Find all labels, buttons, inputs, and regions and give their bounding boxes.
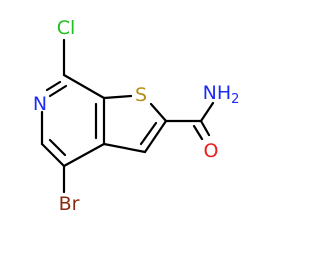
- atom-label-layer: Cl N S Br O NH2: [33, 17, 240, 215]
- bond-c4-c3a: [62, 142, 106, 168]
- bond-c7a-s1: [102, 94, 133, 100]
- atom-br: Br: [59, 193, 80, 215]
- bond-c7-n6-double: [45, 80, 62, 92]
- atom-nh2: NH2: [203, 82, 240, 107]
- atom-nh2-main: NH: [203, 82, 232, 104]
- bond-c7-n6: [48, 84, 68, 98]
- atom-s: S: [135, 84, 147, 106]
- atom-n: N: [33, 93, 47, 115]
- bond-c7-c7a: [62, 73, 106, 100]
- bond-c2-c3-inner: [139, 121, 158, 146]
- bond-camide-o: [199, 119, 211, 137]
- bond-c5-c4-inner: [48, 138, 67, 157]
- bond-camide-o-double: [192, 124, 204, 141]
- bond-camide-n: [199, 101, 215, 123]
- bond-c3-c3a: [102, 142, 147, 154]
- molecule-diagram: Cl N S Br O NH2: [32, 17, 240, 215]
- atom-o: O: [204, 140, 219, 162]
- atom-nh2-subscript: 2: [231, 92, 239, 107]
- bond-c2-c3: [143, 119, 168, 154]
- bond-layer: [40, 38, 215, 194]
- atom-cl: Cl: [57, 17, 76, 39]
- bond-s1-c2: [149, 102, 168, 123]
- structure-drawing: Cl N S Br O NH2: [33, 17, 240, 215]
- bond-c5-c4: [40, 142, 66, 168]
